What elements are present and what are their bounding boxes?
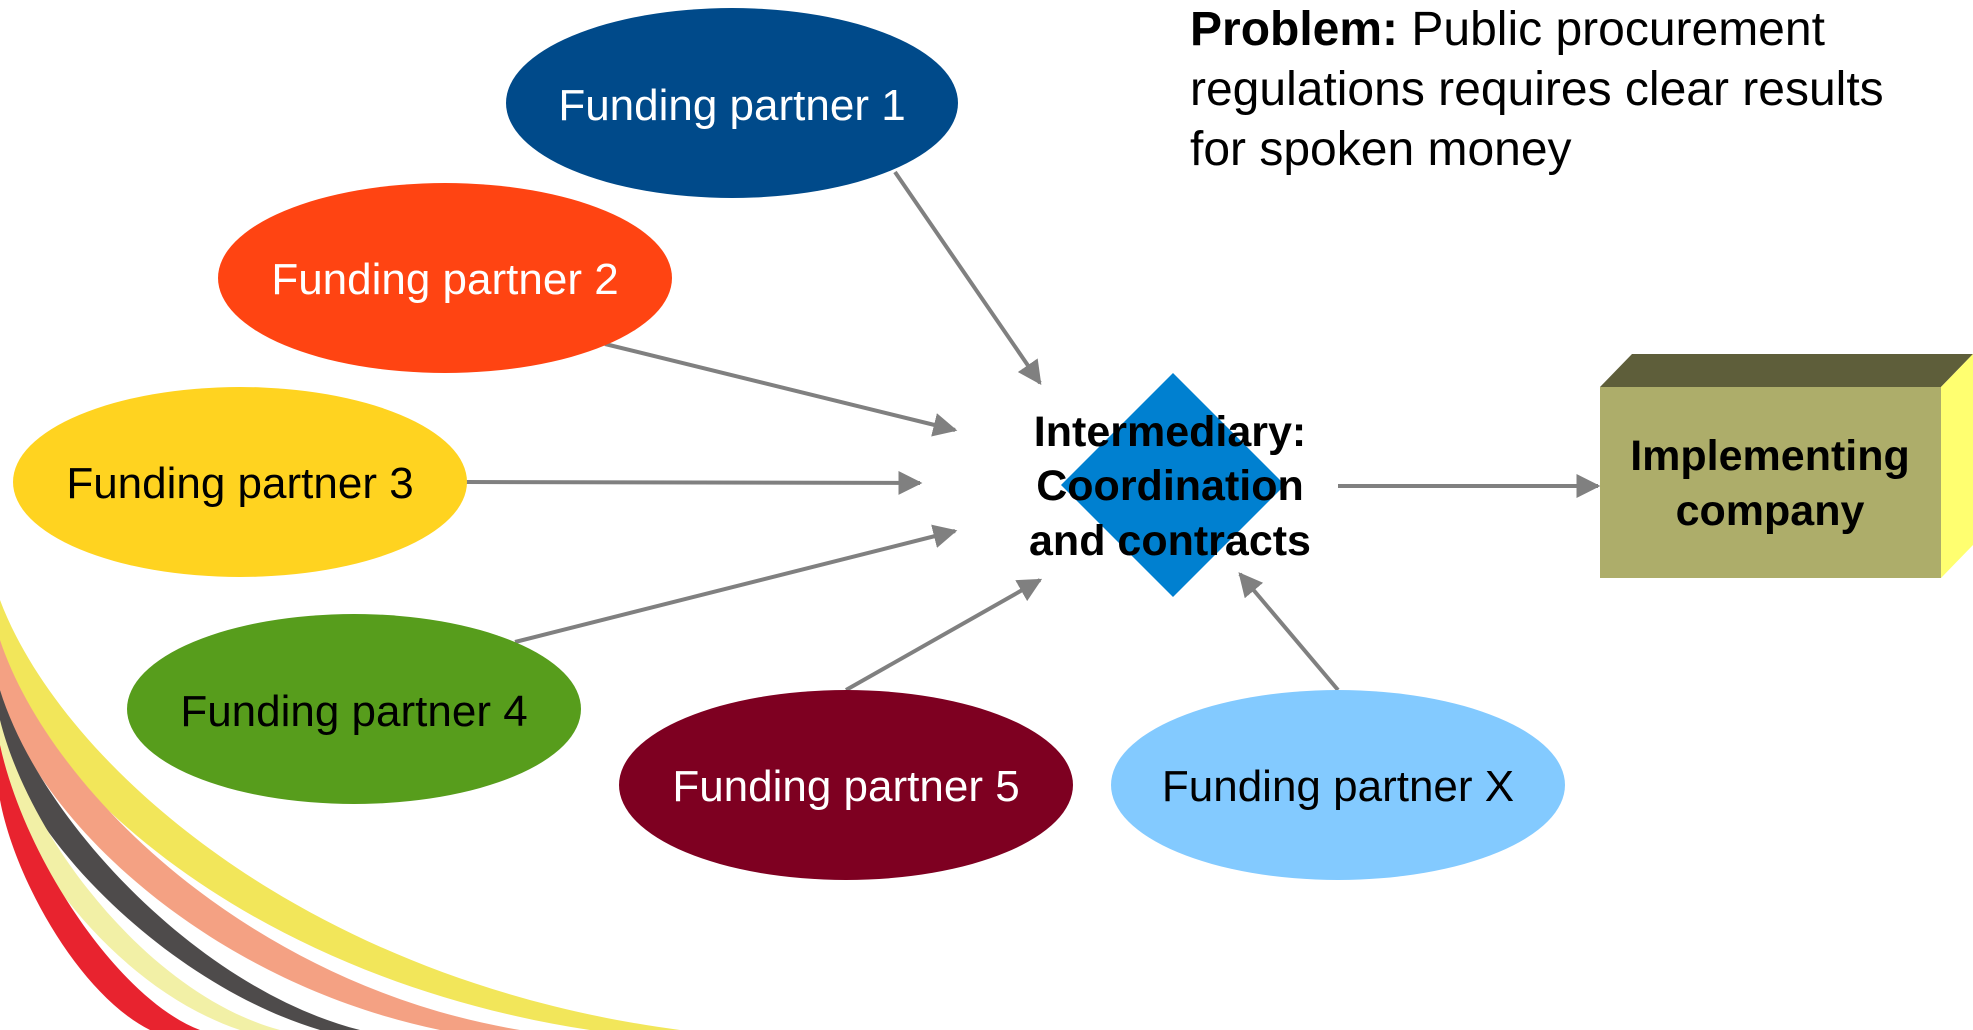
problem-statement: Problem: Public procurement regulations … (1190, 0, 1950, 180)
partner-node-3: Funding partner 3 (13, 387, 467, 577)
swoosh-stripe-yellow (0, 600, 680, 1030)
company-box-side (1941, 354, 1973, 578)
implementing-company-node: Implementing company (1600, 354, 1973, 578)
problem-text: Public procurement regulations requires … (1190, 3, 1884, 176)
arrow-partner1-to-hub (893, 170, 1042, 385)
intermediary-label-line2: Coordination (1036, 462, 1304, 510)
arrow-partner5-to-hub (845, 578, 1043, 692)
arrow-partner3-to-hub (465, 470, 923, 495)
arrow-partnerx-to-hub (1238, 572, 1340, 692)
partner-label-1: Funding partner 1 (558, 81, 905, 130)
arrow-partner4-to-hub (514, 524, 958, 644)
decorative-swoosh (0, 600, 680, 1030)
company-box-front (1600, 387, 1941, 578)
partner-label-5: Funding partner 5 (672, 762, 1019, 811)
intermediary-node: Intermediary: Coordination and contracts (1029, 373, 1311, 597)
company-box-top (1600, 354, 1973, 387)
swoosh-stripe-pale (0, 720, 280, 1030)
partner-node-4: Funding partner 4 (127, 614, 581, 804)
intermediary-label-line1: Intermediary: (1034, 408, 1306, 456)
partner-node-2: Funding partner 2 (218, 183, 672, 373)
partner-label-2: Funding partner 2 (271, 255, 618, 304)
connectors (465, 170, 1601, 692)
problem-heading: Problem: (1190, 3, 1399, 56)
company-label-line2: company (1676, 487, 1865, 535)
partner-node-x: Funding partner X (1111, 690, 1565, 880)
company-label-line1: Implementing (1630, 432, 1910, 480)
swoosh-stripe-dark (0, 690, 360, 1030)
intermediary-label-line3: and contracts (1029, 517, 1311, 565)
partner-label-4: Funding partner 4 (180, 687, 527, 736)
partner-label-3: Funding partner 3 (66, 459, 413, 508)
partner-node-1: Funding partner 1 (506, 8, 958, 198)
swoosh-stripe-red (0, 745, 200, 1030)
partner-node-5: Funding partner 5 (619, 690, 1073, 880)
arrow-partner2-to-hub (604, 342, 958, 437)
swoosh-stripe-salmon (0, 640, 520, 1030)
intermediary-diamond (1061, 373, 1285, 597)
partner-label-x: Funding partner X (1162, 762, 1514, 811)
